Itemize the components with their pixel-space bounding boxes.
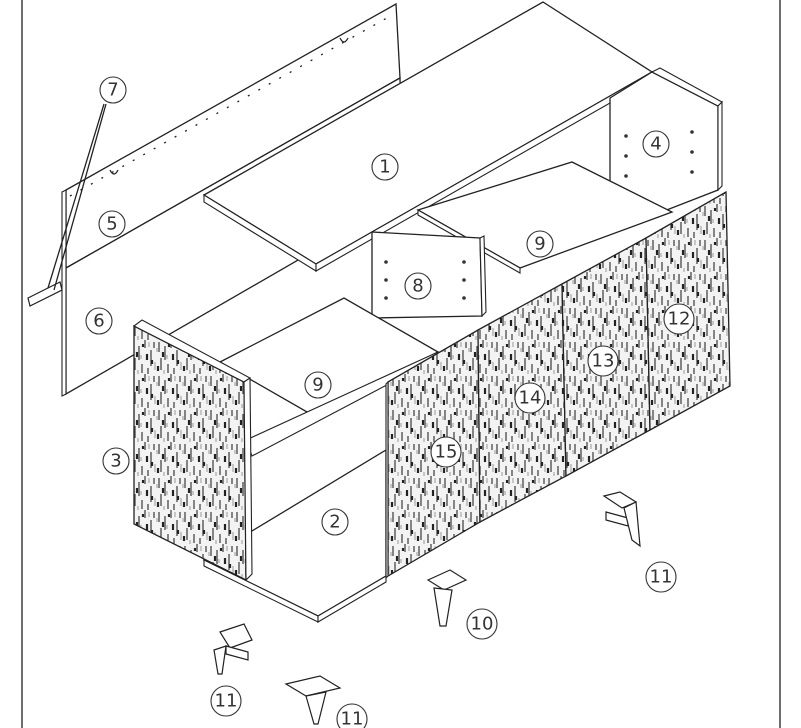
callout-10-label: 10 — [471, 614, 494, 635]
callout-9-right-label: 9 — [534, 234, 545, 255]
callout-13-label: 13 — [592, 351, 615, 372]
callout-4-label: 4 — [650, 134, 661, 155]
callout-4: 4 — [642, 130, 670, 158]
callout-14: 14 — [514, 382, 546, 414]
callout-9-right: 9 — [526, 230, 554, 258]
center-leg — [426, 569, 468, 627]
callout-9-left-label: 9 — [312, 375, 323, 396]
callout-1-label: 1 — [379, 157, 390, 178]
callout-11-left-label: 11 — [215, 691, 238, 712]
callout-11-bottom-label: 11 — [341, 709, 364, 728]
callout-11-right-label: 11 — [650, 567, 673, 588]
callout-15: 15 — [430, 436, 462, 468]
middle-divider — [371, 231, 487, 319]
callout-7: 7 — [99, 76, 127, 104]
callout-10: 10 — [466, 608, 498, 640]
callout-11-bottom: 11 — [336, 703, 368, 728]
callout-8: 8 — [404, 272, 432, 300]
callout-2: 2 — [321, 508, 349, 536]
callout-2-label: 2 — [329, 512, 340, 533]
callout-3: 3 — [102, 447, 130, 475]
bracket-right — [602, 491, 641, 548]
callout-1: 1 — [371, 153, 399, 181]
callout-12: 12 — [663, 303, 695, 335]
callout-3-label: 3 — [110, 451, 121, 472]
callout-6: 6 — [85, 307, 113, 335]
callout-13: 13 — [587, 345, 619, 377]
callout-7-label: 7 — [107, 80, 118, 101]
bracket-bottom — [284, 675, 342, 725]
callout-11-right: 11 — [645, 561, 677, 593]
rail — [27, 103, 107, 307]
callout-5-label: 5 — [106, 214, 117, 235]
callout-8-label: 8 — [412, 276, 423, 297]
callout-12-label: 12 — [668, 309, 691, 330]
callout-15-label: 15 — [435, 442, 458, 463]
callout-11-left: 11 — [210, 685, 242, 717]
callout-14-label: 14 — [519, 388, 542, 409]
callout-5: 5 — [98, 210, 126, 238]
left-side-panel — [132, 319, 253, 582]
callout-6-label: 6 — [93, 311, 104, 332]
bracket-left — [213, 623, 253, 675]
callout-9-left: 9 — [304, 371, 332, 399]
